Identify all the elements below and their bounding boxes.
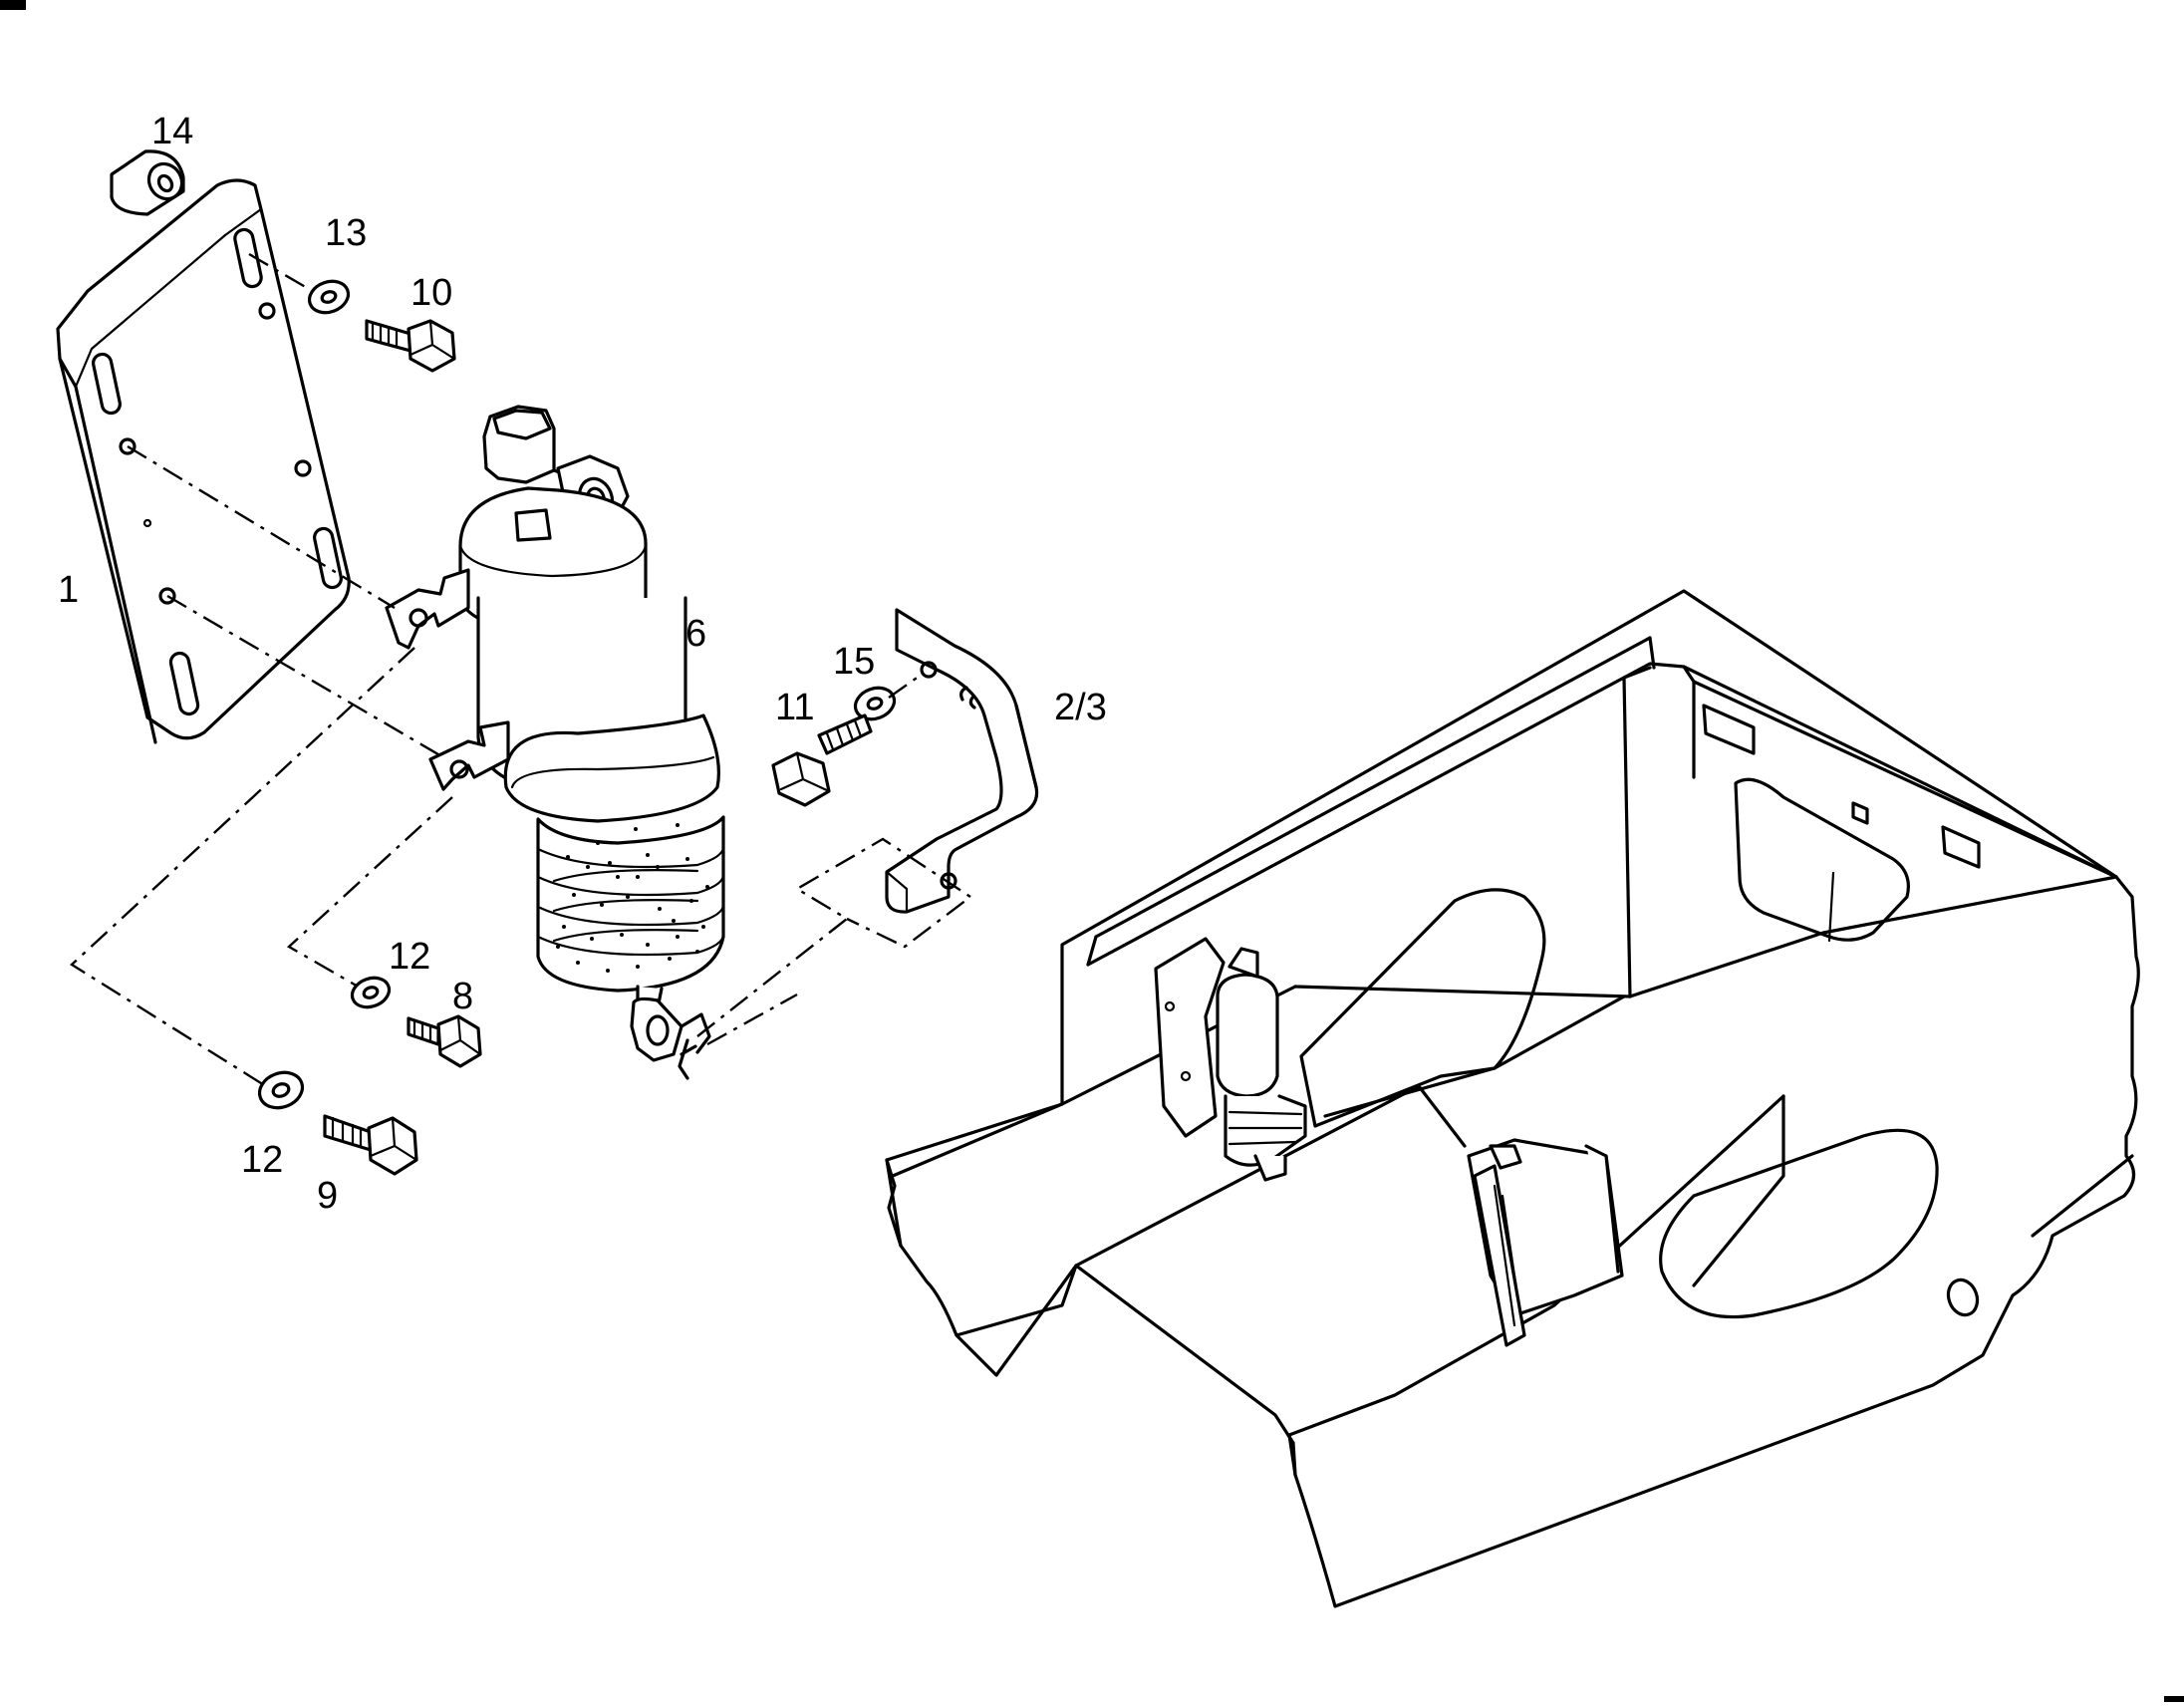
callout-12-lower: 12 [241,1139,283,1181]
hex-bolt [323,1114,418,1176]
callout-14: 14 [151,111,193,152]
spacer-sleeve [110,149,185,216]
assembly-line [248,252,310,291]
support-bracket [885,608,1039,914]
assembly-line [286,796,453,1000]
callout-1: 1 [58,569,79,611]
callout-11: 11 [775,687,814,728]
callout-6: 6 [685,613,706,655]
hex-bolt [407,1014,482,1068]
washer [853,686,897,721]
assembly-line [166,594,444,759]
hex-bolt [771,713,873,807]
corner-mark [0,0,26,10]
washer [350,976,392,1009]
washer [307,279,351,315]
hex-bolt [365,319,456,373]
callout-10: 10 [410,272,452,314]
callout-9: 9 [317,1175,338,1217]
mounting-plate [56,178,351,744]
corner-mark [2164,1696,2184,1702]
callout-8: 8 [452,976,473,1017]
assembly-line [696,837,973,1037]
callout-12-upper: 12 [389,936,430,978]
assembly-line [70,647,415,1090]
callout-13: 13 [325,212,367,254]
washer [257,1070,305,1110]
cylinder-assembly [385,405,725,1080]
assembly-line [888,673,924,699]
callout-2-3: 2/3 [1054,687,1107,728]
machine-frame [885,589,2140,1608]
assembly-line [127,444,396,610]
callout-15: 15 [833,641,875,683]
assembly-line [706,993,798,1046]
